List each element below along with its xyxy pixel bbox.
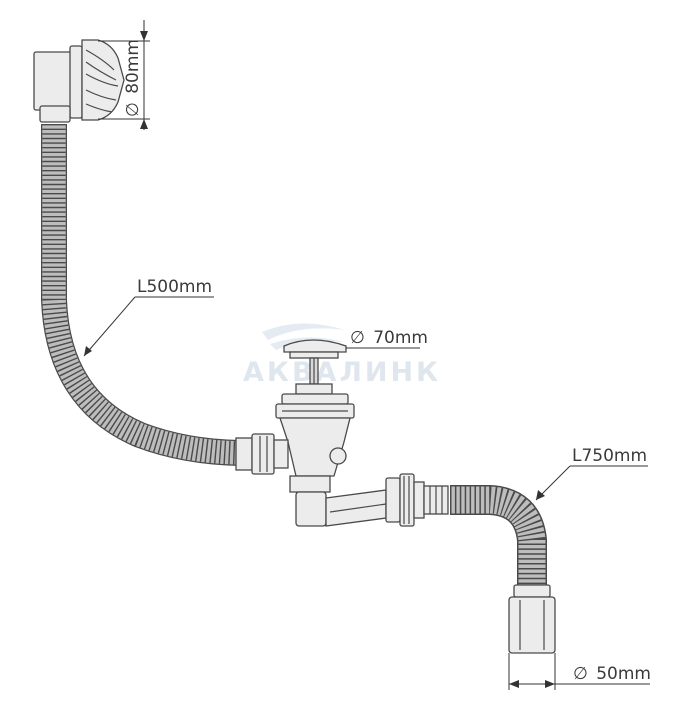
drain-plug	[275, 339, 355, 419]
overflow-hose-length-label: L500mm	[137, 277, 212, 297]
overflow-hose	[41, 124, 241, 466]
outlet-tailpiece	[508, 584, 556, 654]
overflow-head	[33, 39, 125, 123]
watermark-text: АКВАЛИНК	[243, 357, 441, 388]
drain-body	[235, 417, 351, 527]
siphon-arm	[325, 473, 449, 527]
drain-diameter-dimension: ∅ 70mm	[346, 328, 428, 349]
overflow-diameter-dimension: ∅ 80mm	[98, 20, 150, 130]
outlet-diameter-symbol: ∅	[573, 664, 588, 684]
outlet-hose-length-label: L750mm	[572, 446, 647, 466]
drain-diameter-symbol: ∅	[350, 328, 365, 348]
outlet-hose	[450, 485, 547, 585]
outlet-diameter-label: 50mm	[596, 664, 651, 684]
overflow-diameter-symbol: ∅	[123, 102, 143, 117]
drain-diameter-label: 70mm	[373, 328, 428, 348]
watermark-wave-icon	[262, 323, 345, 340]
outlet-diameter-dimension: ∅ 50mm	[508, 653, 651, 690]
overflow-diameter-label: 80mm	[123, 39, 143, 94]
svg-text:∅ 80mm: ∅ 80mm	[123, 39, 143, 117]
outlet-hose-length-dimension: L750mm	[535, 446, 648, 501]
svg-text:∅ 70mm: ∅ 70mm	[350, 328, 428, 348]
svg-text:∅ 50mm: ∅ 50mm	[573, 664, 651, 684]
overflow-hose-length-dimension: L500mm	[83, 277, 214, 357]
